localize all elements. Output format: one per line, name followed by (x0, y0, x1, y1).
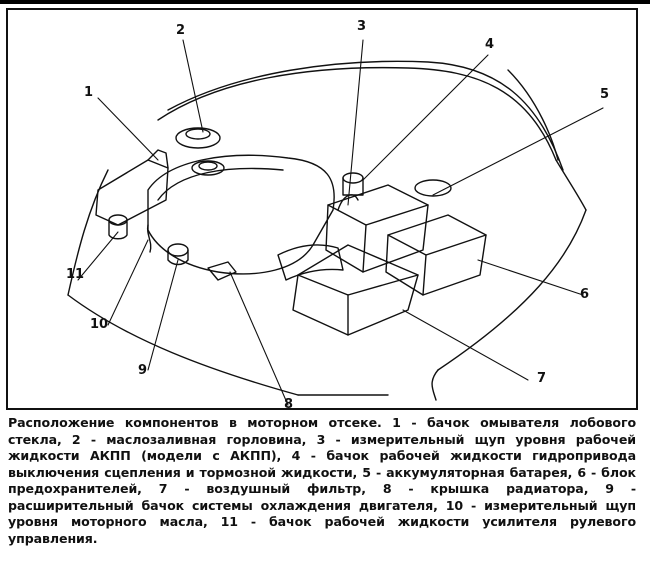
callout-7: 7 (537, 371, 547, 386)
washer-reservoir (95, 149, 169, 226)
callout-8: 8 (284, 397, 294, 412)
figure-frame (6, 8, 638, 410)
engine-bay-illustration (67, 39, 604, 406)
fuse-box (385, 214, 487, 296)
callout-11: 11 (66, 267, 85, 282)
callout-3: 3 (357, 19, 367, 34)
oil-dipstick (146, 224, 152, 253)
leader-lines (77, 39, 604, 406)
strut-tower-right (414, 179, 452, 197)
strut-tower-left (175, 127, 221, 149)
battery (325, 184, 429, 273)
callout-2: 2 (176, 23, 186, 38)
coolant-tank (167, 243, 189, 266)
callout-10: 10 (90, 317, 109, 332)
fender-outline (67, 169, 587, 401)
hood-outline (157, 60, 587, 211)
callout-1: 1 (84, 85, 94, 100)
air-filter (292, 244, 419, 336)
top-rule (0, 0, 650, 4)
callout-9: 9 (138, 363, 148, 378)
callout-5: 5 (600, 87, 610, 102)
brake-fluid-reservoir (342, 172, 364, 196)
callout-4: 4 (485, 37, 495, 52)
figure-caption: Расположение компонентов в моторном отсе… (8, 415, 636, 546)
intake-duct (277, 244, 344, 281)
power-steering-reservoir (108, 214, 128, 240)
atf-dipstick (337, 194, 359, 211)
callout-6: 6 (580, 287, 590, 302)
radiator-cap (207, 261, 237, 281)
